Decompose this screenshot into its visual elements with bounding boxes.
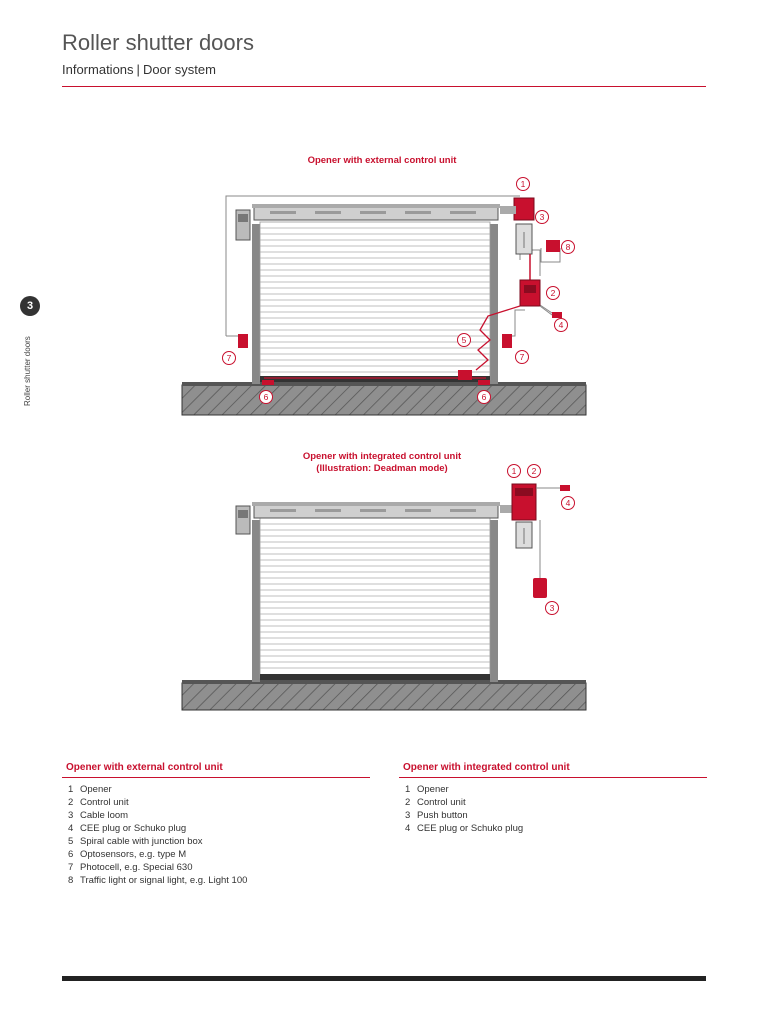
callout-5: 5 [462,335,467,345]
legend-external-rule [62,777,370,778]
shutter-slats [260,227,490,373]
opener-unit [513,197,535,221]
signal-light [546,240,560,252]
cee-plug [552,312,562,318]
callout-2: 2 [551,288,556,298]
photocell-left [238,334,248,348]
floor-block-2 [181,682,587,711]
page-subtitle: Informations|Door system [62,62,216,77]
chapter-badge: 3 [20,296,40,316]
photocell-right [502,334,512,348]
push-button [533,578,547,598]
callout-7-right: 7 [520,352,525,362]
diagram-external: 1 3 8 2 4 5 7 7 6 6 [181,177,587,416]
left-rail [252,224,260,384]
callout-4: 4 [566,498,571,508]
junction-box [458,370,472,380]
shutter-curtain-2 [259,517,491,679]
right-rail [490,224,498,384]
subtitle-topic: Door system [142,62,216,77]
floor-block [181,384,587,416]
callout-4: 4 [559,320,564,330]
subtitle-separator: | [136,62,140,77]
diagram-integrated-caption: Opener with integrated control unit (Ill… [232,451,532,475]
legend-integrated-title: Opener with integrated control unit [403,762,570,773]
callout-2: 2 [532,466,537,476]
footer-rule [62,976,706,981]
callout-6-right: 6 [482,392,487,402]
callout-8: 8 [566,242,571,252]
callout-6-left: 6 [264,392,269,402]
callout-3: 3 [540,212,545,222]
subtitle-section: Informations [62,62,134,77]
legend-external-title: Opener with external control unit [66,762,223,773]
diagram-integrated: 1 2 4 3 [181,464,587,711]
header-rule [62,86,706,87]
callout-3: 3 [550,603,555,613]
legend-integrated-rule [399,777,707,778]
diagram-external-caption: Opener with external control unit [307,155,457,166]
diagram-integrated-caption-line2: (Illustration: Deadman mode) [316,463,448,474]
callout-1: 1 [521,179,526,189]
callout-1: 1 [512,466,517,476]
cee-plug-2 [560,485,570,491]
callout-7-left: 7 [227,353,232,363]
diagram-integrated-caption-line1: Opener with integrated control unit [302,451,462,462]
page-title: Roller shutter doors [62,30,254,55]
